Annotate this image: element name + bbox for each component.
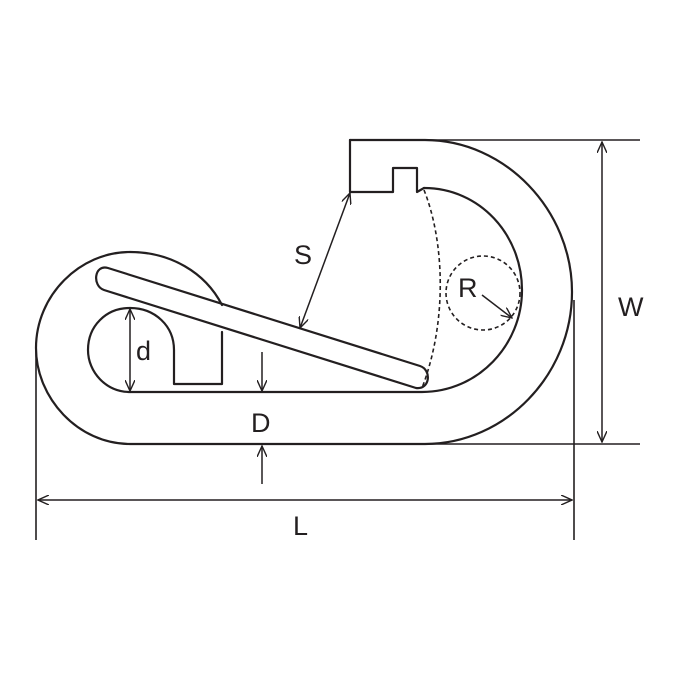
r-dimension-arrow [481, 294, 512, 318]
label-l: L [293, 511, 308, 541]
s-dimension-arrow [300, 193, 350, 328]
latch-notch-outline [348, 138, 426, 194]
radius-dashed-circle [445, 255, 521, 331]
label-d-small: d [136, 336, 151, 366]
label-w: W [618, 292, 644, 322]
label-d-large: D [251, 408, 271, 438]
gate-opening-dashed-line [421, 189, 442, 389]
hook-inner-outline [128, 186, 524, 394]
small-eye-outline [86, 306, 224, 394]
hook-outer-outline [34, 138, 574, 446]
label-s: S [294, 240, 312, 270]
label-r: R [458, 273, 478, 303]
spring-gate [95, 266, 429, 390]
